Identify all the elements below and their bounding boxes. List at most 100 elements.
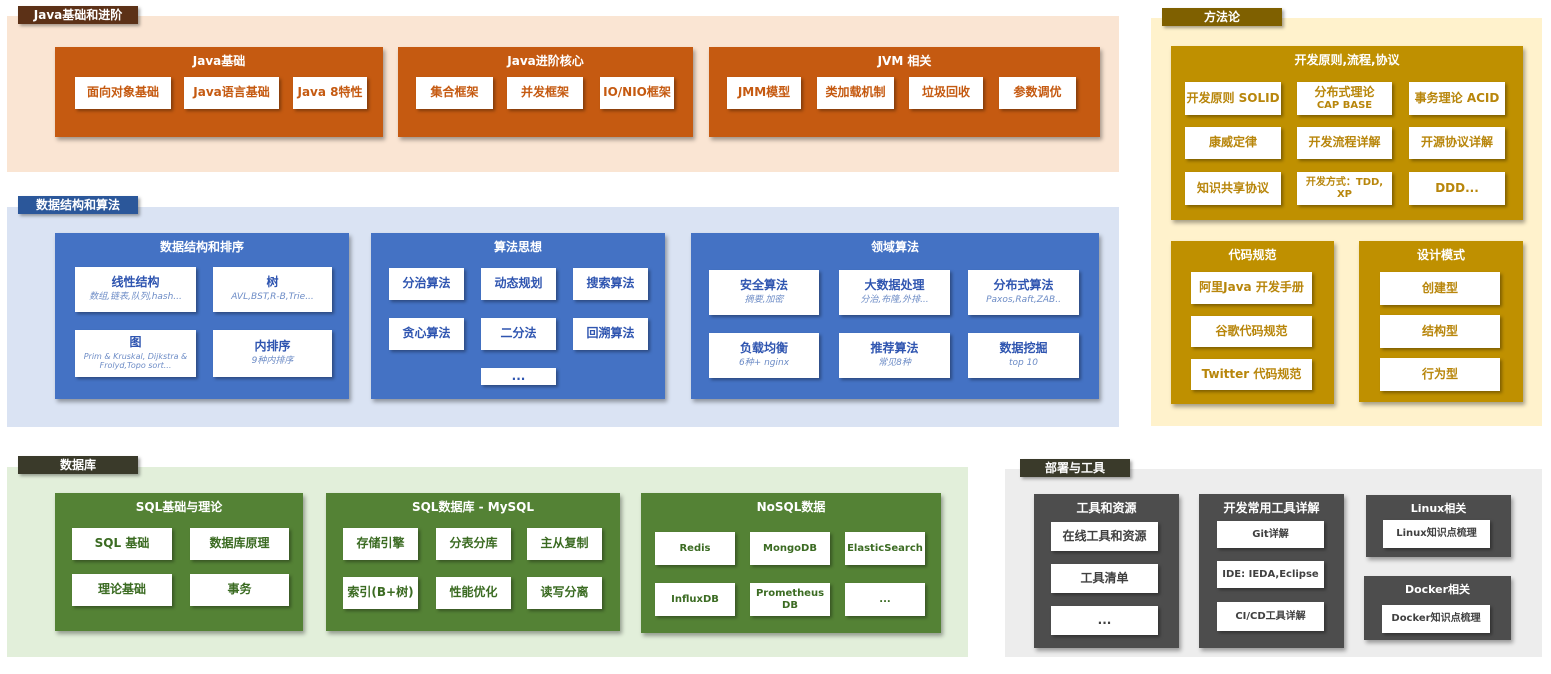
card-redis[interactable]: Redis [655,532,735,565]
panel-title: Docker相关 [1404,583,1471,596]
card-dev-process[interactable]: 开发流程详解 [1297,127,1392,159]
methodology-region-tag: 方法论 [1162,8,1282,26]
card-ide[interactable]: IDE: IEDA,Eclipse [1217,561,1324,588]
card-binary-search[interactable]: 二分法 [481,318,556,350]
panel-docker: Docker相关 Docker知识点梳理 [1364,576,1511,640]
card-creational[interactable]: 创建型 [1380,272,1500,305]
card-oop-basics[interactable]: 面向对象基础 [75,77,171,109]
card-online-tools[interactable]: 在线工具和资源 [1051,522,1158,551]
card-java-language-basics[interactable]: Java语言基础 [184,77,279,109]
card-dynamic-programming[interactable]: 动态规划 [481,268,556,300]
panel-nosql: NoSQL数据 Redis MongoDB ElasticSearch Infl… [641,493,941,633]
card-data-mining[interactable]: 数据挖掘 top 10 [968,333,1079,378]
panel-tools-resources: 工具和资源 在线工具和资源 工具清单 ... [1034,494,1179,648]
panel-java-basics: Java基础 面向对象基础 Java语言基础 Java 8特性 [55,47,383,137]
card-index[interactable]: 索引(B+树) [343,577,418,609]
card-tool-list[interactable]: 工具清单 [1051,564,1158,593]
card-concurrency[interactable]: 并发框架 [507,77,583,109]
card-behavioral[interactable]: 行为型 [1380,358,1500,391]
card-divide-conquer[interactable]: 分治算法 [389,268,464,300]
card-gc[interactable]: 垃圾回收 [909,77,983,109]
card-linux-notes[interactable]: Linux知识点梳理 [1383,520,1490,548]
card-acid[interactable]: 事务理论 ACID [1409,82,1505,115]
card-backtracking[interactable]: 回溯算法 [573,318,648,350]
panel-dev-tools: 开发常用工具详解 Git详解 IDE: IEDA,Eclipse CI/CD工具… [1199,494,1344,648]
card-search[interactable]: 搜索算法 [573,268,648,300]
card-sharding[interactable]: 分表分库 [436,528,511,560]
panel-mysql: SQL数据库 - MySQL 存储引擎 分表分库 主从复制 索引(B+树) 性能… [326,493,620,631]
panel-title: 算法思想 [493,240,542,254]
panel-sql-basics: SQL基础与理论 SQL 基础 数据库原理 理论基础 事务 [55,493,303,631]
card-linear-structure[interactable]: 线性结构 数组,链表,队列,hash... [75,267,196,312]
card-more[interactable]: ... [1051,606,1158,635]
panel-title: 开发原则,流程,协议 [1294,53,1400,67]
card-distributed-algorithms[interactable]: 分布式算法 Paxos,Raft,ZAB.. [968,270,1079,315]
card-greedy[interactable]: 贪心算法 [389,318,464,350]
panel-title: 领域算法 [870,240,919,254]
card-graph[interactable]: 图 Prim & Kruskal, Dijkstra & Frolyd,Topo… [75,330,196,377]
card-influxdb[interactable]: InfluxDB [655,583,735,616]
card-git[interactable]: Git详解 [1217,521,1324,548]
panel-title: SQL基础与理论 [135,500,223,514]
panel-domain-algorithms: 领域算法 安全算法 摘要,加密 大数据处理 分治,布隆,外排... 分布式算法 … [691,233,1099,399]
panel-jvm: JVM 相关 JMM模型 类加载机制 垃圾回收 参数调优 [709,47,1100,137]
card-creative-commons[interactable]: 知识共享协议 [1185,172,1281,205]
card-ddd[interactable]: DDD... [1409,172,1505,205]
algo-region-tag: 数据结构和算法 [18,196,138,214]
java-region-tag: Java基础和进阶 [18,6,138,24]
panel-title: NoSQL数据 [756,500,826,514]
card-mongodb[interactable]: MongoDB [750,532,830,565]
card-transactions[interactable]: 事务 [190,574,289,606]
card-db-principles[interactable]: 数据库原理 [190,528,289,560]
panel-principles: 开发原则,流程,协议 开发原则 SOLID 分布式理论 CAP BASE 事务理… [1171,46,1523,220]
panel-design-patterns: 设计模式 创建型 结构型 行为型 [1359,241,1523,402]
card-more[interactable]: ... [845,583,925,616]
panel-title: 工具和资源 [1076,501,1137,515]
card-big-data[interactable]: 大数据处理 分治,布隆,外排... [839,270,950,315]
card-prometheus-db[interactable]: Prometheus DB [750,583,830,616]
card-security-algorithms[interactable]: 安全算法 摘要,加密 [709,270,819,315]
card-dev-methods[interactable]: 开发方式：TDD, XP [1297,172,1392,205]
card-storage-engine[interactable]: 存储引擎 [343,528,418,560]
card-collections[interactable]: 集合框架 [416,77,493,109]
card-distributed-theory[interactable]: 分布式理论 CAP BASE [1297,82,1392,115]
card-io-nio[interactable]: IO/NIO框架 [600,77,674,109]
panel-title: 设计模式 [1416,248,1465,262]
panel-code-standards: 代码规范 阿里Java 开发手册 谷歌代码规范 Twitter 代码规范 [1171,241,1334,404]
panel-data-structures: 数据结构和排序 线性结构 数组,链表,队列,hash... 树 AVL,BST,… [55,233,349,399]
card-tree[interactable]: 树 AVL,BST,R-B,Trie... [213,267,332,312]
card-performance[interactable]: 性能优化 [436,577,511,609]
panel-title: Linux相关 [1410,502,1467,515]
db-region-tag: 数据库 [18,456,138,474]
card-google-style[interactable]: 谷歌代码规范 [1191,316,1312,347]
card-replication[interactable]: 主从复制 [527,528,602,560]
card-classloading[interactable]: 类加载机制 [817,77,894,109]
panel-title: JVM 相关 [877,54,932,68]
card-read-write-split[interactable]: 读写分离 [527,577,602,609]
panel-title: 数据结构和排序 [159,240,244,254]
card-conways-law[interactable]: 康威定律 [1185,127,1281,159]
card-tuning[interactable]: 参数调优 [999,77,1076,109]
card-docker-notes[interactable]: Docker知识点梳理 [1382,605,1490,633]
card-alibaba-java-manual[interactable]: 阿里Java 开发手册 [1191,272,1312,304]
card-more[interactable]: ... [481,368,556,385]
card-recommendation[interactable]: 推荐算法 常见8种 [839,333,950,378]
card-java8-features[interactable]: Java 8特性 [293,77,367,109]
panel-linux: Linux相关 Linux知识点梳理 [1366,495,1511,557]
card-sql-basics[interactable]: SQL 基础 [72,528,172,560]
card-theory-basics[interactable]: 理论基础 [72,574,172,606]
tools-region-tag: 部署与工具 [1020,459,1130,477]
card-load-balancing[interactable]: 负载均衡 6种+ nginx [709,333,819,378]
panel-title: 开发常用工具详解 [1223,501,1320,515]
card-structural[interactable]: 结构型 [1380,315,1500,348]
panel-title: Java进阶核心 [507,54,584,68]
panel-algorithm-ideas: 算法思想 分治算法 动态规划 搜索算法 贪心算法 二分法 回溯算法 ... [371,233,665,399]
card-elasticsearch[interactable]: ElasticSearch [845,532,925,565]
card-solid[interactable]: 开发原则 SOLID [1185,82,1281,115]
card-twitter-style[interactable]: Twitter 代码规范 [1191,359,1312,390]
card-open-source-license[interactable]: 开源协议详解 [1409,127,1505,159]
panel-title: Java基础 [192,54,246,68]
card-cicd[interactable]: CI/CD工具详解 [1217,602,1324,631]
card-internal-sort[interactable]: 内排序 9种内排序 [213,330,332,377]
card-jmm[interactable]: JMM模型 [727,77,801,109]
